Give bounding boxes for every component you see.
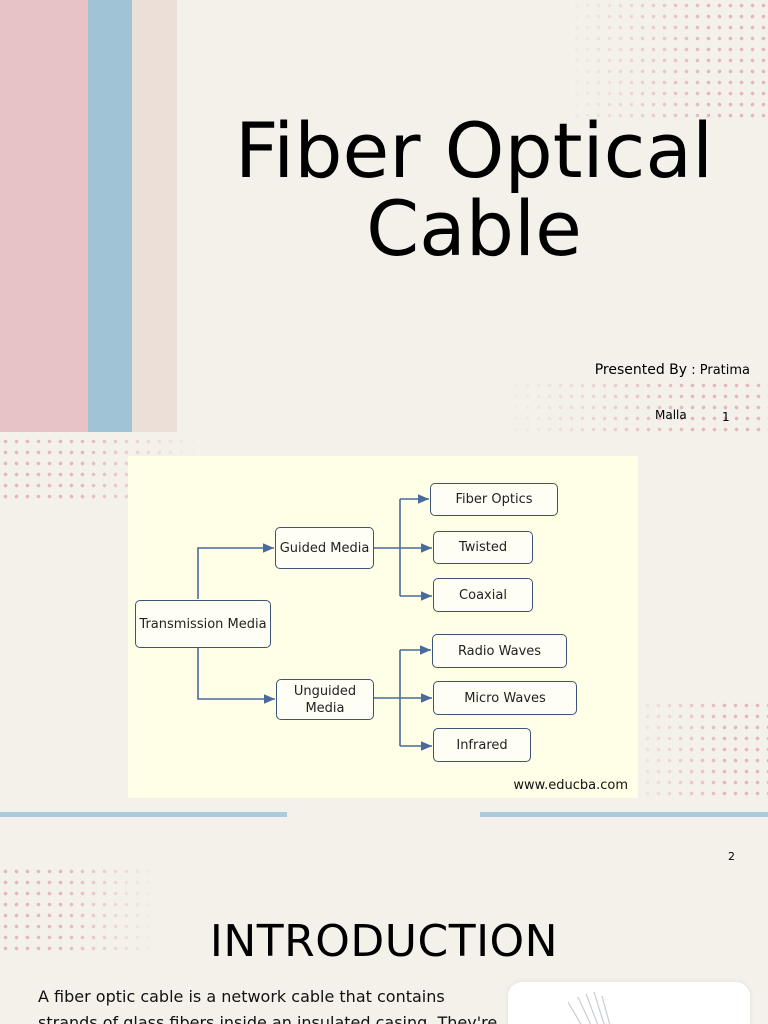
slide-divider-right — [480, 812, 768, 817]
author-last-name: Malla — [655, 408, 687, 422]
slide-title-line1: Fiber Optical — [234, 106, 714, 195]
decor-stripe-pink — [0, 0, 88, 432]
connector-root-guided — [197, 543, 274, 599]
decor-dots-top-right — [560, 0, 768, 120]
decor-dots-left-lower — [0, 866, 160, 956]
decor-dots-right-lower — [620, 700, 768, 800]
slide-page-number: 1 — [722, 410, 730, 424]
decor-dots-right — [500, 380, 768, 432]
slide-title: Fiber Optical Cable — [190, 112, 758, 268]
decor-stripe-beige — [132, 0, 177, 432]
slide-divider-left — [0, 812, 287, 817]
slide-title-line2: Cable — [366, 184, 582, 273]
author-first-name: Pratima — [699, 363, 750, 378]
decor-stripe-blue — [88, 0, 132, 432]
box-micro-waves: Micro Waves — [433, 681, 577, 715]
box-fiber-optics: Fiber Optics — [430, 483, 558, 516]
intro-image-card — [508, 982, 750, 1024]
connector-root-unguided — [197, 648, 275, 704]
box-unguided-media: Unguided Media — [276, 679, 374, 720]
diagram-connectors — [197, 494, 432, 751]
intro-heading: INTRODUCTION — [209, 916, 559, 967]
slide2-page-number: 2 — [728, 850, 735, 863]
box-twisted: Twisted — [433, 531, 533, 564]
box-guided-media: Guided Media — [275, 527, 374, 569]
box-infrared: Infrared — [433, 728, 531, 762]
presented-separator: : — [687, 363, 700, 378]
transmission-media-diagram: Transmission Media Guided Media Unguided… — [128, 456, 638, 798]
intro-paragraph: A fiber optic cable is a network cable t… — [38, 987, 498, 1024]
box-coaxial: Coaxial — [433, 578, 533, 612]
box-transmission-media: Transmission Media — [135, 600, 271, 648]
presented-label: Presented By — [594, 362, 688, 378]
presenter-line: Presented By : Pratima — [595, 362, 750, 378]
diagram-credit: www.educba.com — [513, 778, 628, 793]
fiber-strands-image — [567, 991, 611, 1024]
box-radio-waves: Radio Waves — [432, 634, 567, 668]
